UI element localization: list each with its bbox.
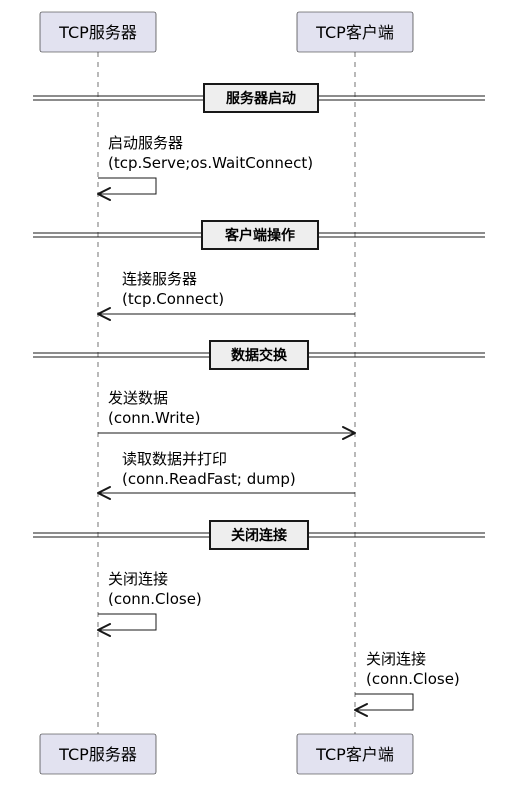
message-send: 发送数据 (conn.Write) xyxy=(98,389,356,440)
arrowhead-connect xyxy=(97,307,111,321)
message-send-line2: (conn.Write) xyxy=(108,409,201,427)
participant-server-bottom: TCP服务器 xyxy=(39,733,157,775)
message-start-server-line2: (tcp.Serve;os.WaitConnect) xyxy=(108,154,313,172)
message-server-close-line2: (conn.Close) xyxy=(108,590,202,608)
message-start-server: 启动服务器 (tcp.Serve;os.WaitConnect) xyxy=(97,134,313,201)
message-read-line2: (conn.ReadFast; dump) xyxy=(122,470,296,488)
participant-client-top: TCP客户端 xyxy=(296,11,414,53)
divider-client-ops-label: 客户端操作 xyxy=(224,227,295,244)
message-connect: 连接服务器 (tcp.Connect) xyxy=(97,270,355,321)
message-read: 读取数据并打印 (conn.ReadFast; dump) xyxy=(97,450,355,500)
participant-client-bottom: TCP客户端 xyxy=(296,733,414,775)
message-connect-line2: (tcp.Connect) xyxy=(122,290,224,308)
participant-server-top-label: TCP服务器 xyxy=(58,23,137,42)
message-server-close: 关闭连接 (conn.Close) xyxy=(97,570,202,637)
message-server-close-line1: 关闭连接 xyxy=(108,570,168,588)
message-read-line1: 读取数据并打印 xyxy=(122,450,227,468)
arrowhead-server-close xyxy=(97,623,111,637)
divider-close-conn: 关闭连接 xyxy=(33,520,485,550)
message-client-close-line1: 关闭连接 xyxy=(366,650,426,668)
divider-server-start-label: 服务器启动 xyxy=(226,90,296,107)
arrowhead-read xyxy=(97,486,111,500)
message-start-server-line1: 启动服务器 xyxy=(108,134,183,152)
arrowhead-send xyxy=(342,426,356,440)
message-connect-line1: 连接服务器 xyxy=(122,270,197,288)
participant-server-top: TCP服务器 xyxy=(39,11,157,53)
message-client-close-line2: (conn.Close) xyxy=(366,670,460,688)
message-send-line1: 发送数据 xyxy=(108,389,168,407)
divider-close-conn-label: 关闭连接 xyxy=(231,527,287,544)
participant-client-top-label: TCP客户端 xyxy=(315,23,394,42)
participant-server-bottom-label: TCP服务器 xyxy=(58,745,137,764)
divider-data-exchange-label: 数据交换 xyxy=(231,347,288,364)
arrowhead-start-server xyxy=(97,187,111,201)
divider-server-start: 服务器启动 xyxy=(33,83,485,113)
arrowhead-client-close xyxy=(354,703,368,717)
message-client-close: 关闭连接 (conn.Close) xyxy=(354,650,460,717)
divider-client-ops: 客户端操作 xyxy=(33,220,485,250)
divider-data-exchange: 数据交换 xyxy=(33,340,485,370)
participant-client-bottom-label: TCP客户端 xyxy=(315,745,394,764)
